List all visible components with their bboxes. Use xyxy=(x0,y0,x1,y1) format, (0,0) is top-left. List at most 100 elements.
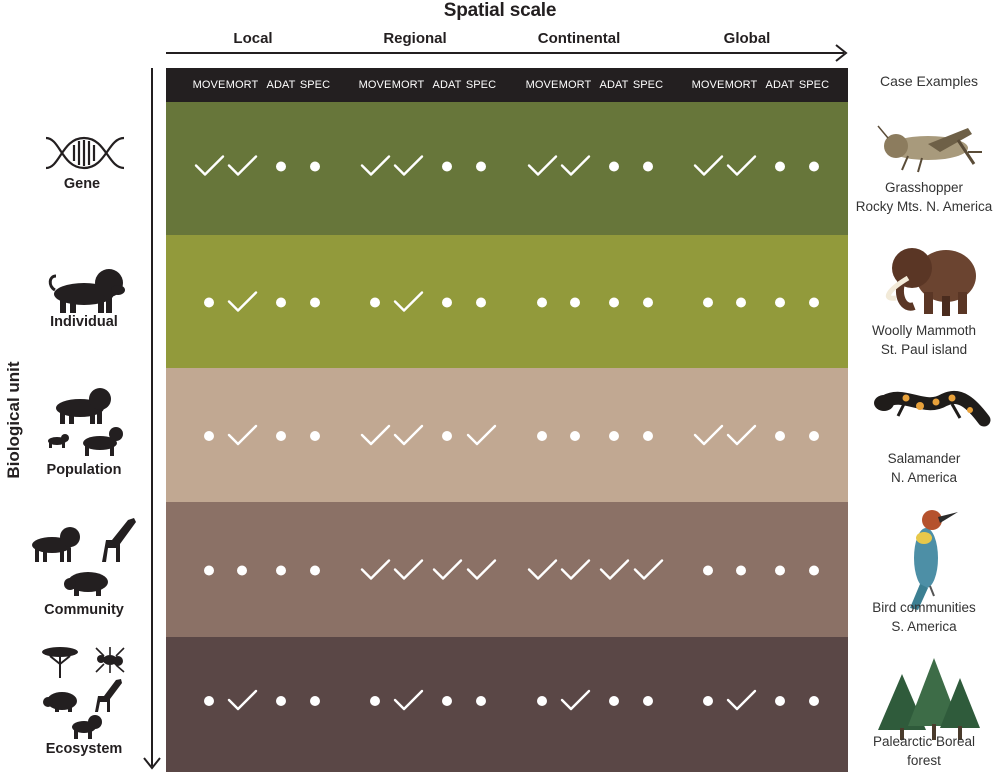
figure-title: Spatial scale xyxy=(443,0,557,21)
case-line-1: Bird communities xyxy=(872,600,976,615)
unit-label-population: Population xyxy=(46,462,122,478)
dot xyxy=(703,297,713,308)
row-band-ecosystem xyxy=(166,637,848,772)
case-line-1: Palearctic Boreal xyxy=(872,734,976,749)
case-examples-header: Case Examples xyxy=(879,73,979,89)
dot xyxy=(570,431,580,441)
column-header-move: MOVE xyxy=(691,79,725,91)
dot xyxy=(809,431,819,441)
dot xyxy=(809,565,819,576)
case-text-salamander: Salamander N. America xyxy=(848,449,1000,487)
unit-icons xyxy=(32,136,136,739)
animals-community-icon xyxy=(32,518,136,596)
case-text-grasshopper: Grasshopper Rocky Mts. N. America xyxy=(848,178,1000,216)
checkmark xyxy=(194,155,225,176)
lions-family-icon xyxy=(48,388,123,456)
dot xyxy=(775,431,785,441)
column-header-move: MOVE xyxy=(358,79,392,91)
checkmark xyxy=(633,559,664,580)
checkmark xyxy=(393,689,424,711)
dot xyxy=(442,696,452,706)
dot xyxy=(442,161,452,172)
checkmark xyxy=(227,155,258,176)
checkmark xyxy=(466,559,497,580)
checkmark xyxy=(599,559,630,580)
dot xyxy=(204,431,214,441)
dot xyxy=(442,297,452,308)
dot xyxy=(310,431,320,441)
dot xyxy=(370,696,380,706)
dna-icon xyxy=(45,136,125,170)
scale-label-global: Global xyxy=(723,30,771,47)
checkmark xyxy=(560,559,591,580)
column-header-move: MOVE xyxy=(192,79,226,91)
dot xyxy=(204,565,214,576)
dot xyxy=(643,161,653,172)
dot xyxy=(609,297,619,308)
dot xyxy=(736,565,746,576)
salamander-icon xyxy=(874,391,991,427)
mammoth-icon xyxy=(885,248,976,316)
checkmark xyxy=(227,689,258,711)
checkmark xyxy=(527,559,558,580)
case-line-1: Salamander xyxy=(887,451,961,466)
checkmark xyxy=(560,689,591,711)
row-symbols xyxy=(204,559,819,580)
column-header-spec: SPEC xyxy=(299,79,331,91)
row-band-gene xyxy=(166,102,848,235)
dot xyxy=(237,565,247,576)
column-header-adat: ADAT xyxy=(432,79,462,91)
column-header-mort: MORT xyxy=(724,79,758,91)
checkmark xyxy=(360,155,391,176)
case-line-2: Rocky Mts. N. America xyxy=(855,199,993,214)
checkmark xyxy=(560,155,591,176)
column-header-mort: MORT xyxy=(558,79,592,91)
lion-icon xyxy=(48,269,125,313)
dot xyxy=(643,297,653,308)
x-axis-arrow xyxy=(166,44,848,62)
unit-label-ecosystem: Ecosystem xyxy=(45,741,123,757)
checkmark xyxy=(466,424,497,446)
case-text-forest: Palearctic Boreal forest xyxy=(848,732,1000,770)
dot xyxy=(370,297,380,308)
case-line-1: Grasshopper xyxy=(884,180,964,195)
dot xyxy=(537,431,547,441)
dot xyxy=(476,696,486,706)
dot xyxy=(703,696,713,706)
scale-label-regional: Regional xyxy=(383,30,447,47)
checkmark xyxy=(393,291,424,312)
dot xyxy=(276,696,286,706)
scale-label-continental: Continental xyxy=(537,30,621,47)
dot xyxy=(310,696,320,706)
case-text-mammoth: Woolly Mammoth St. Paul island xyxy=(848,321,1000,359)
dot xyxy=(310,565,320,576)
dot xyxy=(703,565,713,576)
bird-icon xyxy=(910,510,958,610)
column-header-mort: MORT xyxy=(225,79,259,91)
row-band-community xyxy=(166,502,848,637)
dot xyxy=(809,161,819,172)
unit-label-community: Community xyxy=(44,602,124,618)
case-text-bird: Bird communities S. America xyxy=(848,598,1000,636)
dot xyxy=(775,565,785,576)
checkmark xyxy=(693,155,724,176)
column-header-spec: SPEC xyxy=(465,79,497,91)
column-header-adat: ADAT xyxy=(765,79,795,91)
case-line-1: Woolly Mammoth xyxy=(871,323,977,338)
checkmark xyxy=(432,559,463,580)
checkmark xyxy=(393,155,424,176)
column-header-spec: SPEC xyxy=(798,79,830,91)
row-symbols xyxy=(204,424,819,446)
dot xyxy=(204,297,214,308)
dot xyxy=(609,161,619,172)
row-band-individual xyxy=(166,235,848,368)
row-symbols xyxy=(204,689,819,711)
dot xyxy=(276,431,286,441)
dot xyxy=(809,696,819,706)
case-line-2: St. Paul island xyxy=(880,342,968,357)
dot xyxy=(442,431,452,441)
checkmark xyxy=(726,424,757,446)
dot xyxy=(775,696,785,706)
